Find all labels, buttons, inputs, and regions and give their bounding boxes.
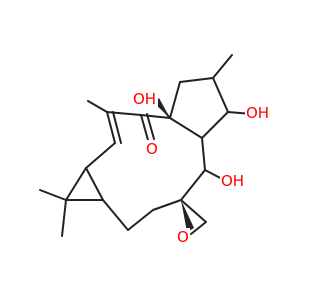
bond-cyclopropane-b	[65, 167, 87, 201]
structure-canvas: OH OH OH O O	[39, 54, 271, 246]
label-oh-top: OH	[133, 90, 156, 108]
bond-ring5-c	[169, 117, 203, 139]
bond-alkene-a	[106, 111, 116, 144]
bond-methyl-top	[212, 54, 233, 79]
bond-ring5-e	[179, 77, 214, 83]
bond-choh-spiro	[180, 169, 206, 201]
bond-ring5-d	[169, 81, 181, 119]
bond-spiro-chain	[152, 199, 182, 211]
atom-labels: OH OH OH O O	[132, 90, 271, 246]
bond-carbonyl-quat	[140, 114, 171, 119]
bond-ketone-a	[140, 114, 149, 141]
bond-alkene-carbonyl	[106, 111, 142, 116]
label-oh-right: OH	[246, 104, 269, 122]
bond-chain-b	[102, 199, 129, 231]
label-ketone-oxygen: O	[146, 140, 158, 158]
label-oh-middle: OH	[221, 172, 244, 190]
molecule-structure: OH OH OH O O	[39, 54, 271, 246]
bond-epoxide-b	[190, 221, 207, 235]
wedge-spiro-epoxide	[181, 200, 194, 232]
bond-chain-a	[127, 209, 154, 231]
bond-ring5-b	[201, 111, 229, 139]
bond-c-choh	[201, 137, 206, 171]
label-epoxide-oxygen: O	[177, 228, 189, 246]
bond-methyl-alkene	[87, 100, 108, 113]
bond-alkene-b	[112, 111, 122, 144]
bond-gem-methyl-a	[39, 189, 67, 201]
bond-alkene-single-side	[85, 142, 116, 169]
bond-ring5-a	[212, 77, 229, 113]
bond-epoxide-a	[180, 199, 207, 223]
bond-cyclopropane-a	[85, 167, 104, 201]
bond-gem-methyl-b	[61, 199, 67, 237]
bond-ketone-b	[146, 113, 155, 140]
bond-skeleton	[39, 54, 253, 237]
